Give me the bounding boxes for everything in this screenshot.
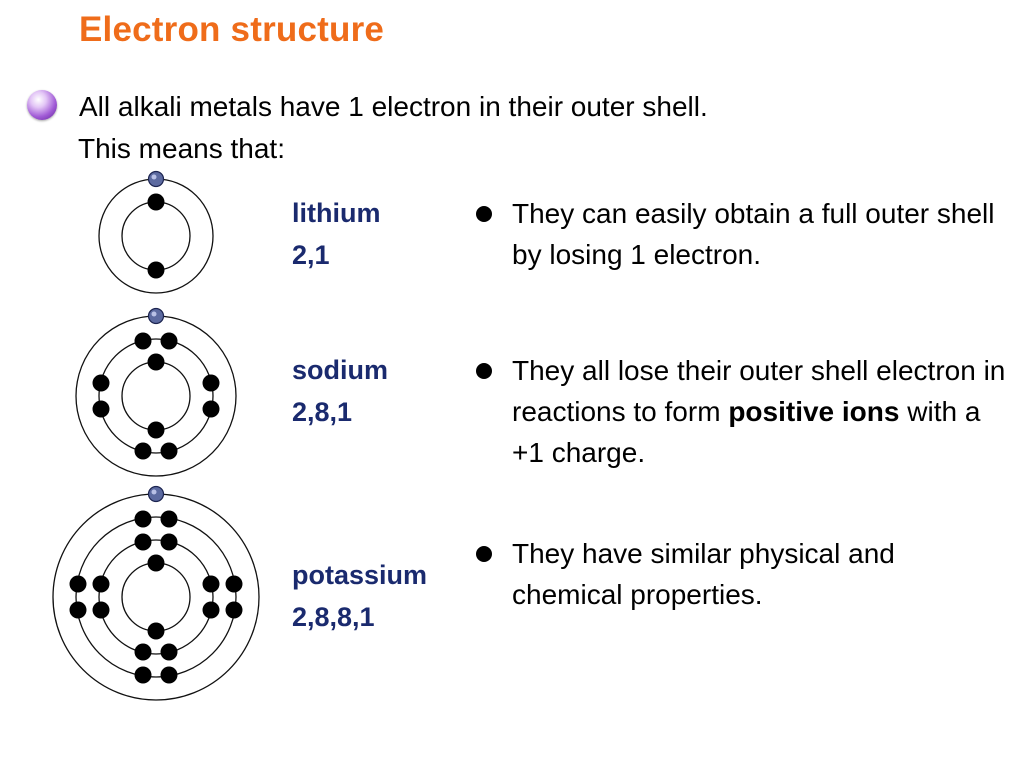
element-name: potassium (292, 560, 428, 590)
electron-shell (121, 201, 191, 271)
point-3: They have similar physical and chemical … (474, 533, 1009, 615)
electron (147, 554, 165, 572)
black-dot-bullet-icon (476, 546, 492, 562)
electron (134, 533, 152, 551)
intro-text: All alkali metals have 1 electron in the… (78, 86, 708, 170)
electron (92, 374, 110, 392)
electron (92, 601, 110, 619)
outer-electron (147, 170, 165, 188)
black-dot-bullet-icon (476, 363, 492, 379)
point-2: They all lose their outer shell electron… (474, 350, 1009, 473)
electron-shell (98, 338, 214, 454)
electron (147, 261, 165, 279)
electron (202, 575, 220, 593)
electron (92, 575, 110, 593)
intro-line-2: This means that: (78, 133, 285, 164)
electron (147, 353, 165, 371)
electron (147, 622, 165, 640)
outer-electron (147, 307, 165, 325)
electron (147, 421, 165, 439)
point-text-bold: positive ions (728, 396, 900, 427)
electron-shell (121, 361, 191, 431)
element-label-sodium: sodium 2,8,1 (292, 349, 388, 433)
electron (225, 601, 243, 619)
outer-electron-highlight (151, 174, 157, 180)
point-text: They can easily obtain a full outer shel… (512, 198, 995, 270)
black-dot-bullet-icon (476, 206, 492, 222)
electron (160, 666, 178, 684)
element-label-potassium: potassium 2,8,8,1 (292, 554, 427, 638)
electron (134, 332, 152, 350)
intro-line-1: All alkali metals have 1 electron in the… (79, 91, 708, 122)
electron (202, 601, 220, 619)
electron-shell (75, 315, 237, 477)
point-text-post: with a +1 charge. (512, 396, 981, 468)
electron (92, 400, 110, 418)
atom-diagrams (52, 170, 260, 701)
electron-shell (52, 493, 260, 701)
electron (134, 442, 152, 460)
electron (69, 575, 87, 593)
outer-electron (147, 485, 165, 503)
purple-sphere-bullet-icon (27, 90, 57, 120)
element-name: sodium (292, 355, 389, 385)
electron (160, 332, 178, 350)
outer-electron-highlight (151, 489, 157, 495)
electron (160, 510, 178, 528)
electron (202, 400, 220, 418)
electron (160, 533, 178, 551)
element-config: 2,8,1 (292, 397, 353, 427)
page-title: Electron structure (79, 10, 385, 49)
point-text: They have similar physical and chemical … (512, 538, 895, 610)
electron (160, 643, 178, 661)
point-text: They all lose their outer shell electron… (512, 350, 1009, 473)
electron-shell (121, 562, 191, 632)
electron (134, 643, 152, 661)
point-1: They can easily obtain a full outer shel… (474, 193, 1009, 275)
electron-shell (98, 539, 214, 655)
electron (202, 374, 220, 392)
element-config: 2,1 (292, 240, 330, 270)
electron (160, 442, 178, 460)
element-label-lithium: lithium 2,1 (292, 192, 381, 276)
electron (147, 193, 165, 211)
element-name: lithium (292, 198, 381, 228)
electron (134, 666, 152, 684)
electron (134, 510, 152, 528)
element-config: 2,8,8,1 (292, 602, 375, 632)
electron-shell (75, 516, 237, 678)
point-text-pre: They all lose their outer shell electron… (512, 355, 1006, 427)
outer-electron-highlight (151, 311, 157, 317)
electron (225, 575, 243, 593)
electron (69, 601, 87, 619)
